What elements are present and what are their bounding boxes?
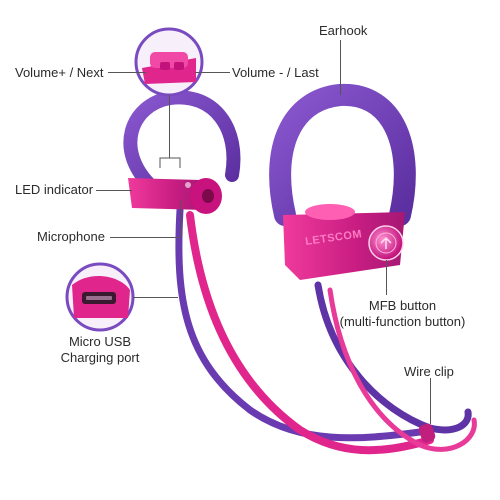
leader-wire-clip — [430, 378, 431, 424]
label-mfb-line1: MFB button — [368, 298, 437, 313]
cable-purple — [175, 206, 424, 442]
label-micro-usb-line1: Micro USB — [68, 334, 132, 349]
leader-earhook — [340, 40, 341, 95]
label-micro-usb-line2: Charging port — [60, 350, 140, 365]
label-micro-usb: Micro USB Charging port — [44, 334, 156, 366]
label-wire-clip: Wire clip — [404, 364, 454, 379]
left-earhook — [123, 90, 241, 192]
label-mfb-button: MFB button (multi-function button) — [330, 298, 475, 330]
right-earbud-body — [283, 212, 405, 280]
leader-mic-stem — [180, 200, 181, 237]
label-mfb-line2: (multi-function button) — [339, 314, 466, 329]
leader-volume-down — [195, 72, 230, 73]
label-led-indicator: LED indicator — [15, 182, 94, 197]
leader-microphone — [110, 237, 180, 238]
leader-volume-up — [108, 72, 146, 73]
cable-right-pink — [327, 287, 477, 452]
leader-mfb — [386, 260, 387, 295]
label-microphone: Microphone — [37, 229, 105, 244]
label-volume-up: Volume+ / Next — [15, 65, 104, 80]
wire-clip — [418, 423, 436, 443]
leader-usb — [133, 297, 178, 298]
label-earhook: Earhook — [319, 23, 368, 38]
leader-led — [96, 190, 132, 191]
cable-right-purple — [314, 281, 472, 434]
cable-pink — [186, 211, 434, 455]
leader-volume-stem — [169, 95, 170, 158]
label-volume-down: Volume - / Last — [232, 65, 319, 80]
right-earhook — [269, 83, 416, 226]
